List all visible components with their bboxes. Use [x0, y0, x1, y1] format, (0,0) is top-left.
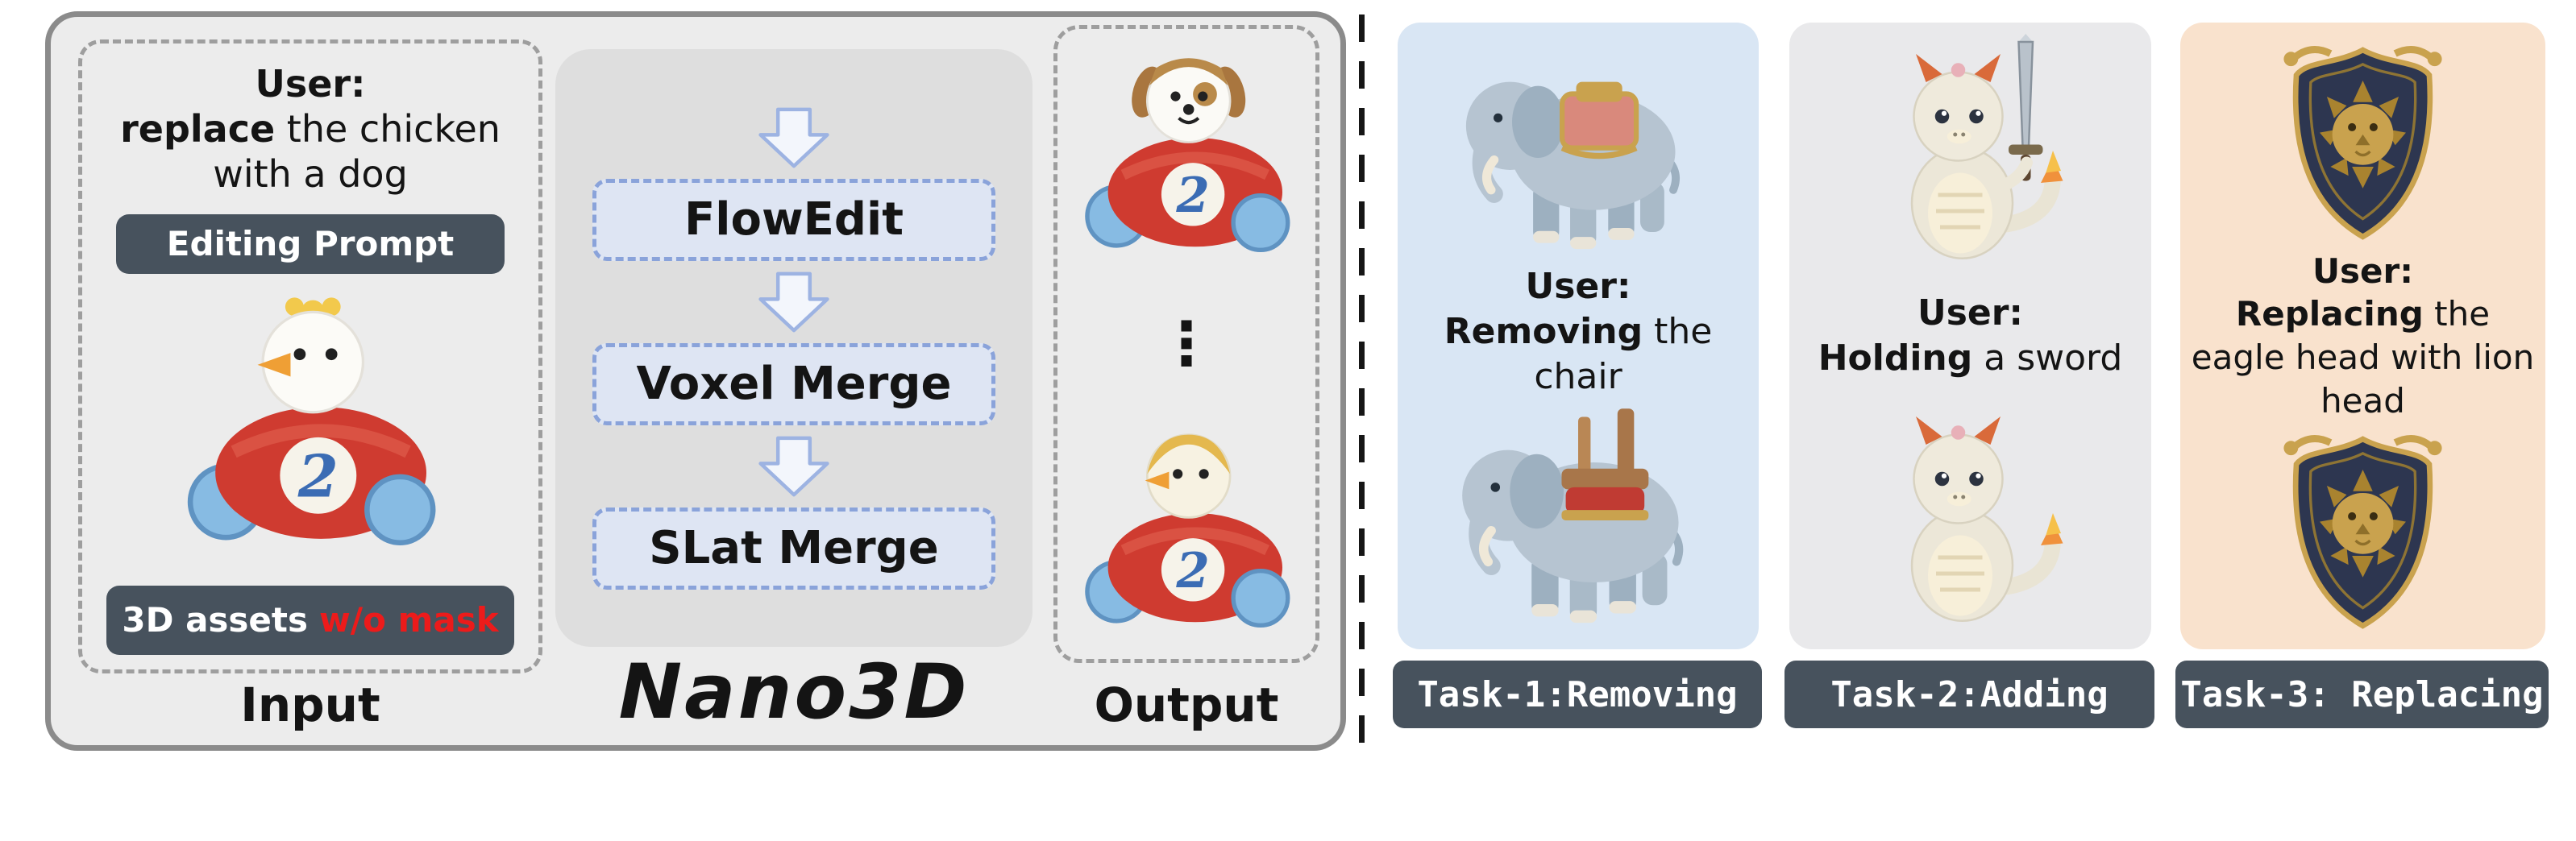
- task-card-adding: User: Holding a sword: [1789, 23, 2151, 649]
- output-section-label: Output: [1094, 677, 1279, 732]
- dashed-divider: [1359, 14, 1365, 749]
- task-1-badge: Task-1:Removing: [1393, 661, 1762, 728]
- method-pipeline: FlowEdit Voxel Merge SLat Merge: [555, 49, 1032, 647]
- assets-no-mask-label: w/o mask: [318, 600, 499, 640]
- task-detail: the chair: [1534, 311, 1713, 398]
- task-card-replacing: User: Replacing the eagle head with lion…: [2180, 23, 2545, 649]
- pipeline-step-voxel-merge: Voxel Merge: [592, 342, 995, 425]
- method-title: Nano3D: [618, 648, 970, 736]
- task-card-removing: User: Removing the chair: [1398, 23, 1759, 649]
- user-label: User:: [255, 62, 366, 106]
- shield-lion-head-image: [2259, 34, 2466, 250]
- input-section-label: Input: [240, 677, 380, 732]
- assets-pill: 3D assets w/o mask: [106, 585, 514, 655]
- task-action: Holding: [1818, 338, 1973, 379]
- pipeline-panel: User: replace the chicken with a dog Edi…: [45, 11, 1346, 751]
- dragon-image: [1859, 396, 2081, 638]
- task-prompt: User: Removing the chair: [1405, 264, 1751, 400]
- dog-toy-car-image: [1066, 42, 1307, 271]
- prompt-verb: replace: [120, 107, 276, 151]
- output-section: ⋮: [1053, 25, 1319, 663]
- elephant-with-chair-image: [1449, 400, 1707, 638]
- task-detail: a sword: [1972, 338, 2123, 379]
- arrow-down-icon: [750, 271, 837, 333]
- arrow-down-icon: [750, 436, 837, 497]
- task-3-badge: Task-3: Replacing: [2175, 661, 2549, 728]
- input-section: User: replace the chicken with a dog Edi…: [78, 39, 542, 673]
- task-prompt: User: Holding a sword: [1818, 291, 2123, 382]
- chicken-toy-car-image: [165, 291, 455, 568]
- user-label: User:: [1917, 292, 2024, 334]
- task-2-badge: Task-2:Adding: [1785, 661, 2154, 728]
- task-action: Removing: [1444, 311, 1643, 353]
- pipeline-step-flowedit: FlowEdit: [592, 178, 995, 261]
- task-prompt: User: Replacing the eagle head with lion…: [2190, 250, 2537, 423]
- vertical-ellipsis: ⋮: [1157, 309, 1216, 379]
- task-action: Replacing: [2235, 294, 2424, 334]
- dragon-with-sword-image: [1859, 34, 2081, 276]
- shield-eagle-head-image: [2259, 423, 2466, 639]
- user-label: User:: [2312, 251, 2414, 291]
- pipeline-step-slat-merge: SLat Merge: [592, 507, 995, 590]
- arrow-down-icon: [750, 107, 837, 168]
- duck-toy-car-image: [1066, 417, 1307, 646]
- prompt-rest: the chicken with a dog: [213, 107, 501, 197]
- editing-prompt-text: User: replace the chicken with a dog: [109, 61, 512, 197]
- assets-label: 3D assets: [122, 600, 308, 640]
- editing-prompt-pill: Editing Prompt: [116, 213, 505, 274]
- task-detail: the eagle head with lion head: [2191, 294, 2535, 420]
- user-label: User:: [1525, 265, 1631, 307]
- elephant-without-chair-image: [1453, 34, 1703, 264]
